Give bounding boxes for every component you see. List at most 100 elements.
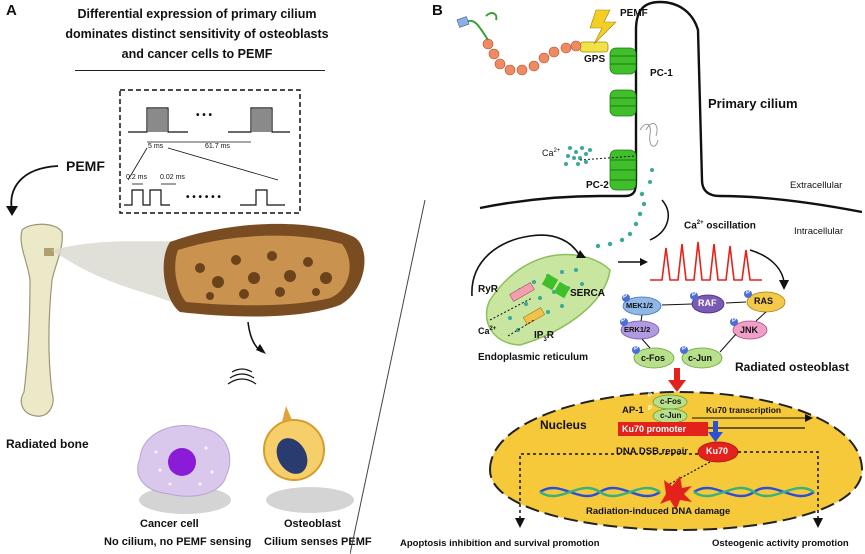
nucleus-label: Nucleus [540,418,587,432]
radiated-bone-label: Radiated bone [6,437,89,451]
panel-a-title: Differential expression of primary ciliu… [52,4,342,64]
osteogenic-label: Osteogenic activity promotion [712,538,849,549]
p-mark-cjun: P [682,346,687,352]
panel-b-letter: B [432,2,443,19]
ellipsis-bottom: • • • • • • [186,192,221,203]
pc1-label: PC-1 [650,68,673,79]
bone-marker [44,248,54,256]
signal-wave-3 [227,378,257,385]
ip3r-label: IP3R [534,330,554,343]
p-mark-ap1-fos: P [648,393,653,399]
ku70-promoter-label: Ku70 promoter [622,424,687,434]
pulse-train-top-2 [228,107,290,133]
er-cycle-arrow [471,234,581,297]
zoom-line-right [167,147,279,181]
cjun-node [681,347,723,369]
ip3r-release-arrow [507,319,535,337]
dna-strand-left-b [539,486,661,498]
pc1-tail [465,19,489,41]
pc1-lectin [456,16,470,28]
p-mark-ras: P [746,290,751,296]
ip3r-ip: IP [534,330,544,341]
cancer-cell-label: Cancer cell [140,518,199,530]
ca-oscillation-trace [650,241,762,281]
dna-strand-right-b [693,486,815,498]
cjun-label: c-Jun [688,353,713,363]
radiated-osteoblast-label: Radiated osteoblast [735,360,850,374]
ras-label: RAS [754,296,774,306]
p-mark-erk: P [621,318,626,324]
ip3r-channel [522,307,546,325]
blue-arrow-shaft [713,421,718,433]
cfos-node [633,347,675,369]
period-label: 61.7 ms [205,143,230,150]
subpulse-train-end [240,189,285,206]
section-arrow-head [256,344,266,354]
bone [20,223,63,417]
serca-pump-2 [553,281,571,299]
raf-label: RAF [698,298,717,308]
jnk-node [732,320,768,340]
erk-label: ERK1/2 [624,325,651,334]
serca-pump [541,273,559,291]
ip3r-3: 3 [543,337,547,343]
osteoblast-caption: Cilium senses PEMF [264,536,372,548]
signal-wave-1 [231,368,253,373]
osteogenic-pathway-arrow [738,451,819,520]
ca-text: Ca [542,148,554,158]
title-line-2: dominates distinct sensitivity of osteob… [65,27,329,41]
ca-dots-intracellular [595,168,654,249]
p-mark-raf: P [692,292,697,298]
ellipsis-top: • • • [196,110,213,121]
pc1-helix-lines [610,55,636,181]
osteogenic-arrow-head [813,518,823,528]
signal-wave-2 [229,373,255,379]
ip3r-r: R [546,330,555,341]
apoptosis-pathway-arrow [519,453,698,520]
extracellular-label: Extracellular [790,180,843,191]
cancer-cell-nucleus [168,448,196,476]
ca-er-text: Ca [478,326,490,336]
ca-oscillation-label: Ca2+ oscillation [684,220,756,231]
title-line-3: and cancer cells to PEMF [121,47,273,61]
sub-gap-label: 0.02 ms [160,174,185,181]
p-mark-cfos: P [634,346,639,352]
pemf-arrow [10,165,59,211]
zoom-line-left [127,147,148,181]
ap1-label: AP-1 [622,405,644,416]
ku70-promoter-box [618,422,708,436]
dna-break-burst [660,476,692,510]
kinase-arrows [640,301,767,353]
ku70-transcription-label: Ku70 transcription [706,405,782,415]
cell-membrane [479,0,863,214]
osteoblast-label: Osteoblast [284,518,341,530]
p-mark-jnk: P [732,318,737,324]
blue-arrow-head [708,432,723,442]
ca-dots-extracellular [564,146,592,166]
pc1-curl [485,12,498,21]
sub-width-label: 0.2 ms [126,174,148,181]
trabecular-pores [195,251,332,300]
pemf-lightning-icon [589,9,617,45]
oscillation-to-ras-arrow [749,249,785,283]
pemf-label: PEMF [66,158,105,174]
apoptosis-arrow-head [515,518,525,528]
repair-arrow [665,461,711,487]
cancer-cell-granules [154,446,214,486]
mek-label: MEK1/2 [626,301,654,310]
ca-influx-arrow [579,155,636,161]
panel-b-graphics [456,0,864,532]
jnk-label: JNK [740,325,759,335]
gps-label: GPS [584,54,606,65]
oscillation-to-ras-arrow-head [779,280,789,290]
pulse-burst-2 [252,109,271,132]
title-line-1: Differential expression of primary ciliu… [77,7,317,21]
osteoblast-cilium [282,406,292,422]
title-underline [75,70,325,71]
red-arrow-head [668,380,686,392]
ca-label-extracellular: Ca2+ [542,148,560,158]
pc1-bead-chain [482,38,582,76]
serca-label: SERCA [570,288,606,299]
ca-osc-word: oscillation [706,220,756,232]
dna-dsb-repair-label: DNA DSB repair [616,446,688,457]
